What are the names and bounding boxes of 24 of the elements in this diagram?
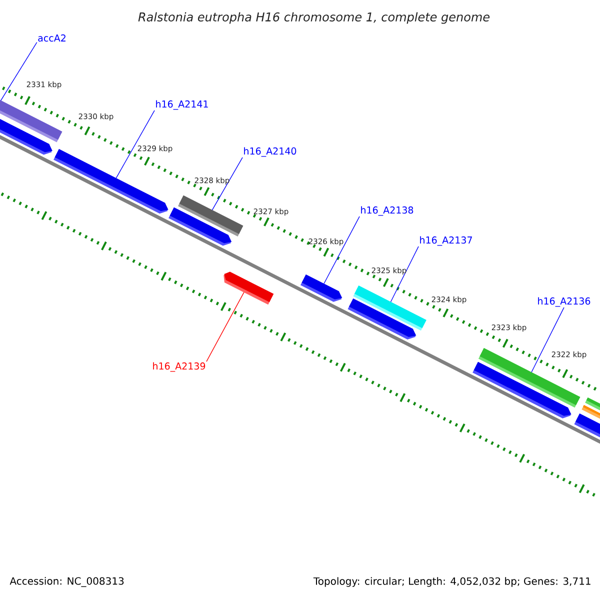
gene-bar <box>574 414 600 438</box>
footer-text: Accession: NC_008313 <box>10 577 124 587</box>
gene-label: h16_A2137 <box>420 236 472 246</box>
gene-bar <box>0 100 62 142</box>
leader-line <box>206 292 244 362</box>
leader-line <box>390 246 419 302</box>
gene-label: h16_A2136 <box>538 297 590 307</box>
title: Ralstonia eutropha H16 chromosome 1, complete genome <box>138 12 490 24</box>
leader-line <box>0 42 38 101</box>
gene-label: h16_A2138 <box>361 206 414 216</box>
footer-text: Topology: circular; Length: 4,052,032 bp; Genes: 3,711 <box>313 577 590 587</box>
gene-bar <box>472 362 572 418</box>
gene-label: h16_A2141 <box>156 100 208 110</box>
gene-bar <box>224 272 274 305</box>
gene-label: h16_A2139 <box>153 362 206 372</box>
leader-line <box>531 307 564 373</box>
gene-label: accA2 <box>38 34 66 42</box>
gene-bar <box>348 298 416 340</box>
gene-bar <box>300 274 342 302</box>
gene-label: h16_A2140 <box>244 147 296 157</box>
leader-line <box>212 157 243 210</box>
leader-line <box>324 216 360 284</box>
leader-line <box>116 110 155 178</box>
gene-bar <box>178 195 244 236</box>
